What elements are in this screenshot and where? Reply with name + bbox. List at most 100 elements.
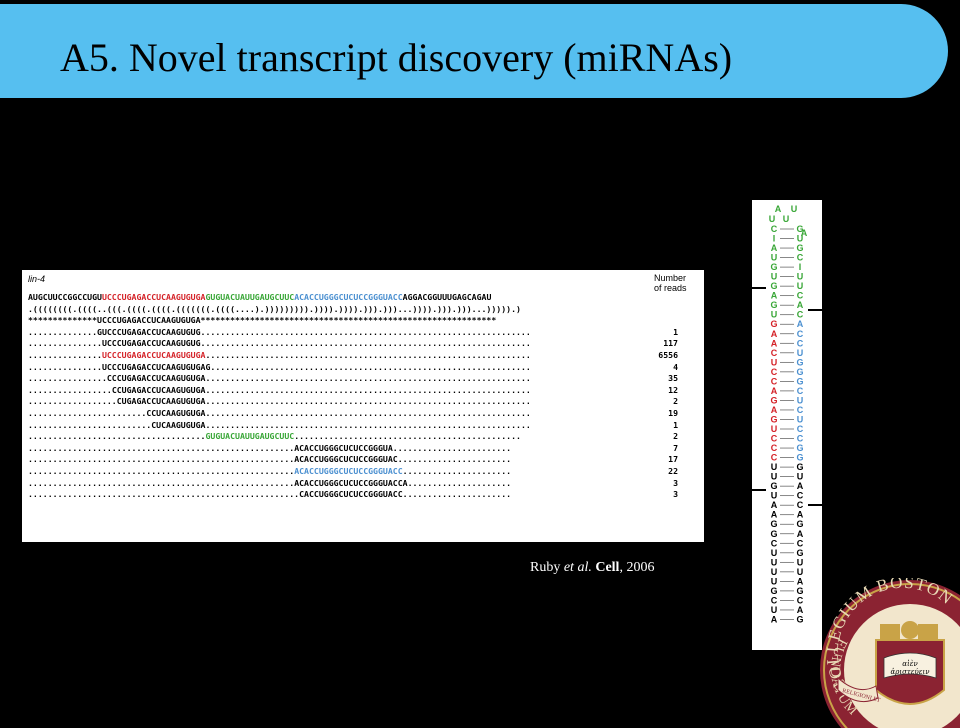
hairpin-left-nucleotide: G [770,395,777,405]
read-leading-dots: .................................... [28,431,206,442]
hairpin-right-nucleotide: C [797,329,804,339]
read-count: 1 [673,419,678,430]
hairpin-left-nucleotide: U [771,253,778,263]
hairpin-right-nucleotide: U [797,557,804,567]
read-sequence: CCCUGAGACCUCAAGUGUGA [106,373,206,384]
hairpin-left-nucleotide: U [771,605,778,615]
precursor-segment: GUGUACUAUUGAUGCUUC [205,292,295,302]
count-header: Number of reads [654,273,687,293]
hairpin-left-nucleotide: A [771,614,778,624]
read-alignment-figure: lin-4 Number of reads AUGCUUCCGGCCUGUUCC… [22,270,704,542]
count-header-line2: of reads [654,283,687,293]
read-row: ........................................… [28,466,696,478]
hairpin-right-nucleotide: C [797,595,804,605]
hairpin-left-nucleotide: A [771,500,778,510]
hairpin-right-nucleotide: C [797,405,804,415]
boston-college-seal-icon: COLLEGIUM BOSTON FUNDATUM αἰὲν ἀριστεύει… [820,578,960,728]
hairpin-left-nucleotide: A [771,338,778,348]
hairpin-left-nucleotide: C [771,453,778,463]
read-leading-dots: ................ [28,373,107,384]
hairpin-right-nucleotide: U [797,472,804,482]
hairpin-right-nucleotide: G [796,376,803,386]
crown-right-icon [918,624,938,640]
hairpin-right-nucleotide: U [797,414,804,424]
read-count: 117 [663,338,678,349]
hairpin-right-nucleotide: A [797,481,804,491]
hairpin-left-nucleotide: C [771,348,778,358]
hairpin-right-nucleotide: I [799,262,802,272]
read-trailing-dots: ........................................… [205,384,531,395]
read-sequence: CACCUGGGCUCUCCGGGUACC [299,489,403,500]
read-count: 6556 [658,349,678,360]
read-sequence: ACACCUGGGCUCUCCGGGUA [294,442,393,453]
hairpin-left-nucleotide: A [771,243,778,253]
read-trailing-dots: ...................... [402,465,512,476]
citation-journal: Cell [595,560,620,575]
hairpin-left-nucleotide: U [771,491,778,501]
read-trailing-dots: ........................................… [200,338,531,349]
read-row: ...............UCCCUGAGACCUCAAGUGUGA....… [28,350,696,362]
read-row: ........................................… [28,443,696,455]
read-trailing-dots: ....................... [397,454,512,465]
precursor-segment: ACACCUGGGCUCUCCGGGUACC [294,292,403,302]
seal-greek-line2: ἀριστεύειν [890,667,930,676]
hairpin-left-nucleotide: U [771,310,778,320]
read-sequence: UCCCUGAGACCUCAAGUGUG [101,338,201,349]
read-count: 3 [673,489,678,500]
read-trailing-dots: ........................................… [294,431,521,442]
read-leading-dots: ........................................… [28,489,300,500]
read-leading-dots: .................. [28,396,117,407]
read-sequence: ACACCUGGGCUCUCCGGGUAC [294,454,398,465]
hairpin-right-nucleotide: C [797,538,804,548]
open-book-icon [883,652,937,679]
read-count: 19 [668,407,678,418]
read-leading-dots: ........................ [28,407,147,418]
hairpin-left-nucleotide: G [770,262,777,272]
read-trailing-dots: ........................................… [205,396,531,407]
hairpin-left-nucleotide: A [771,405,778,415]
read-trailing-dots: ........................................… [200,326,531,337]
read-row: ..................CUGAGACCUCAAGUGUGA....… [28,396,696,408]
hairpin-right-nucleotide: G [796,357,803,367]
hairpin-right-nucleotide: G [796,224,803,234]
hairpin-right-nucleotide: U [797,234,804,244]
hairpin-right-nucleotide: C [797,434,804,444]
hairpin-right-nucleotide: C [797,491,804,501]
mature-mask: **************UCCCUGAGACCUCAAGUGUGA*****… [28,315,497,326]
hairpin-left-nucleotide: U [771,548,778,558]
read-trailing-dots: ..................... [407,477,512,488]
read-trailing-dots: ...................... [402,489,512,500]
hairpin-right-nucleotide: A [797,605,804,615]
read-row: ..............GUCCCUGAGACCUCAAGUGUG.....… [28,327,696,339]
read-row: ...............UCCCUGAGACCUCAAGUGUG.....… [28,338,696,350]
hairpin-left-nucleotide: G [770,414,777,424]
hairpin-right-nucleotide: C [797,338,804,348]
hairpin-right-nucleotide: C [797,310,804,320]
read-trailing-dots: ........................................… [205,373,531,384]
read-trailing-dots: ........................................… [205,349,531,360]
hairpin-right-nucleotide: C [797,500,804,510]
precursor-segment: AUGCUUCCGGCCUGU [28,292,102,302]
hairpin-loop-nucleotide: A [775,204,782,214]
hairpin-left-nucleotide: U [771,357,778,367]
hairpin-left-nucleotide: C [771,595,778,605]
hairpin-left-nucleotide: C [771,443,778,453]
hairpin-right-nucleotide: C [797,386,804,396]
hairpin-right-nucleotide: U [797,395,804,405]
title-bar: A5. Novel transcript discovery (miRNAs) [0,4,948,98]
read-row: ........................................… [28,478,696,490]
hairpin-left-nucleotide: C [771,434,778,444]
read-leading-dots: ............... [28,361,102,372]
hairpin-right-nucleotide: G [796,453,803,463]
hairpin-left-nucleotide: G [770,319,777,329]
read-leading-dots: ........................................… [28,465,295,476]
read-count: 2 [673,431,678,442]
hairpin-right-nucleotide: G [796,443,803,453]
citation-etal: et al. [563,560,592,575]
hairpin-left-nucleotide: U [771,557,778,567]
hairpin-right-nucleotide: G [796,548,803,558]
seal-greek-line1: αἰὲν [902,659,918,668]
read-leading-dots: ........................................… [28,454,295,465]
read-count: 2 [673,396,678,407]
